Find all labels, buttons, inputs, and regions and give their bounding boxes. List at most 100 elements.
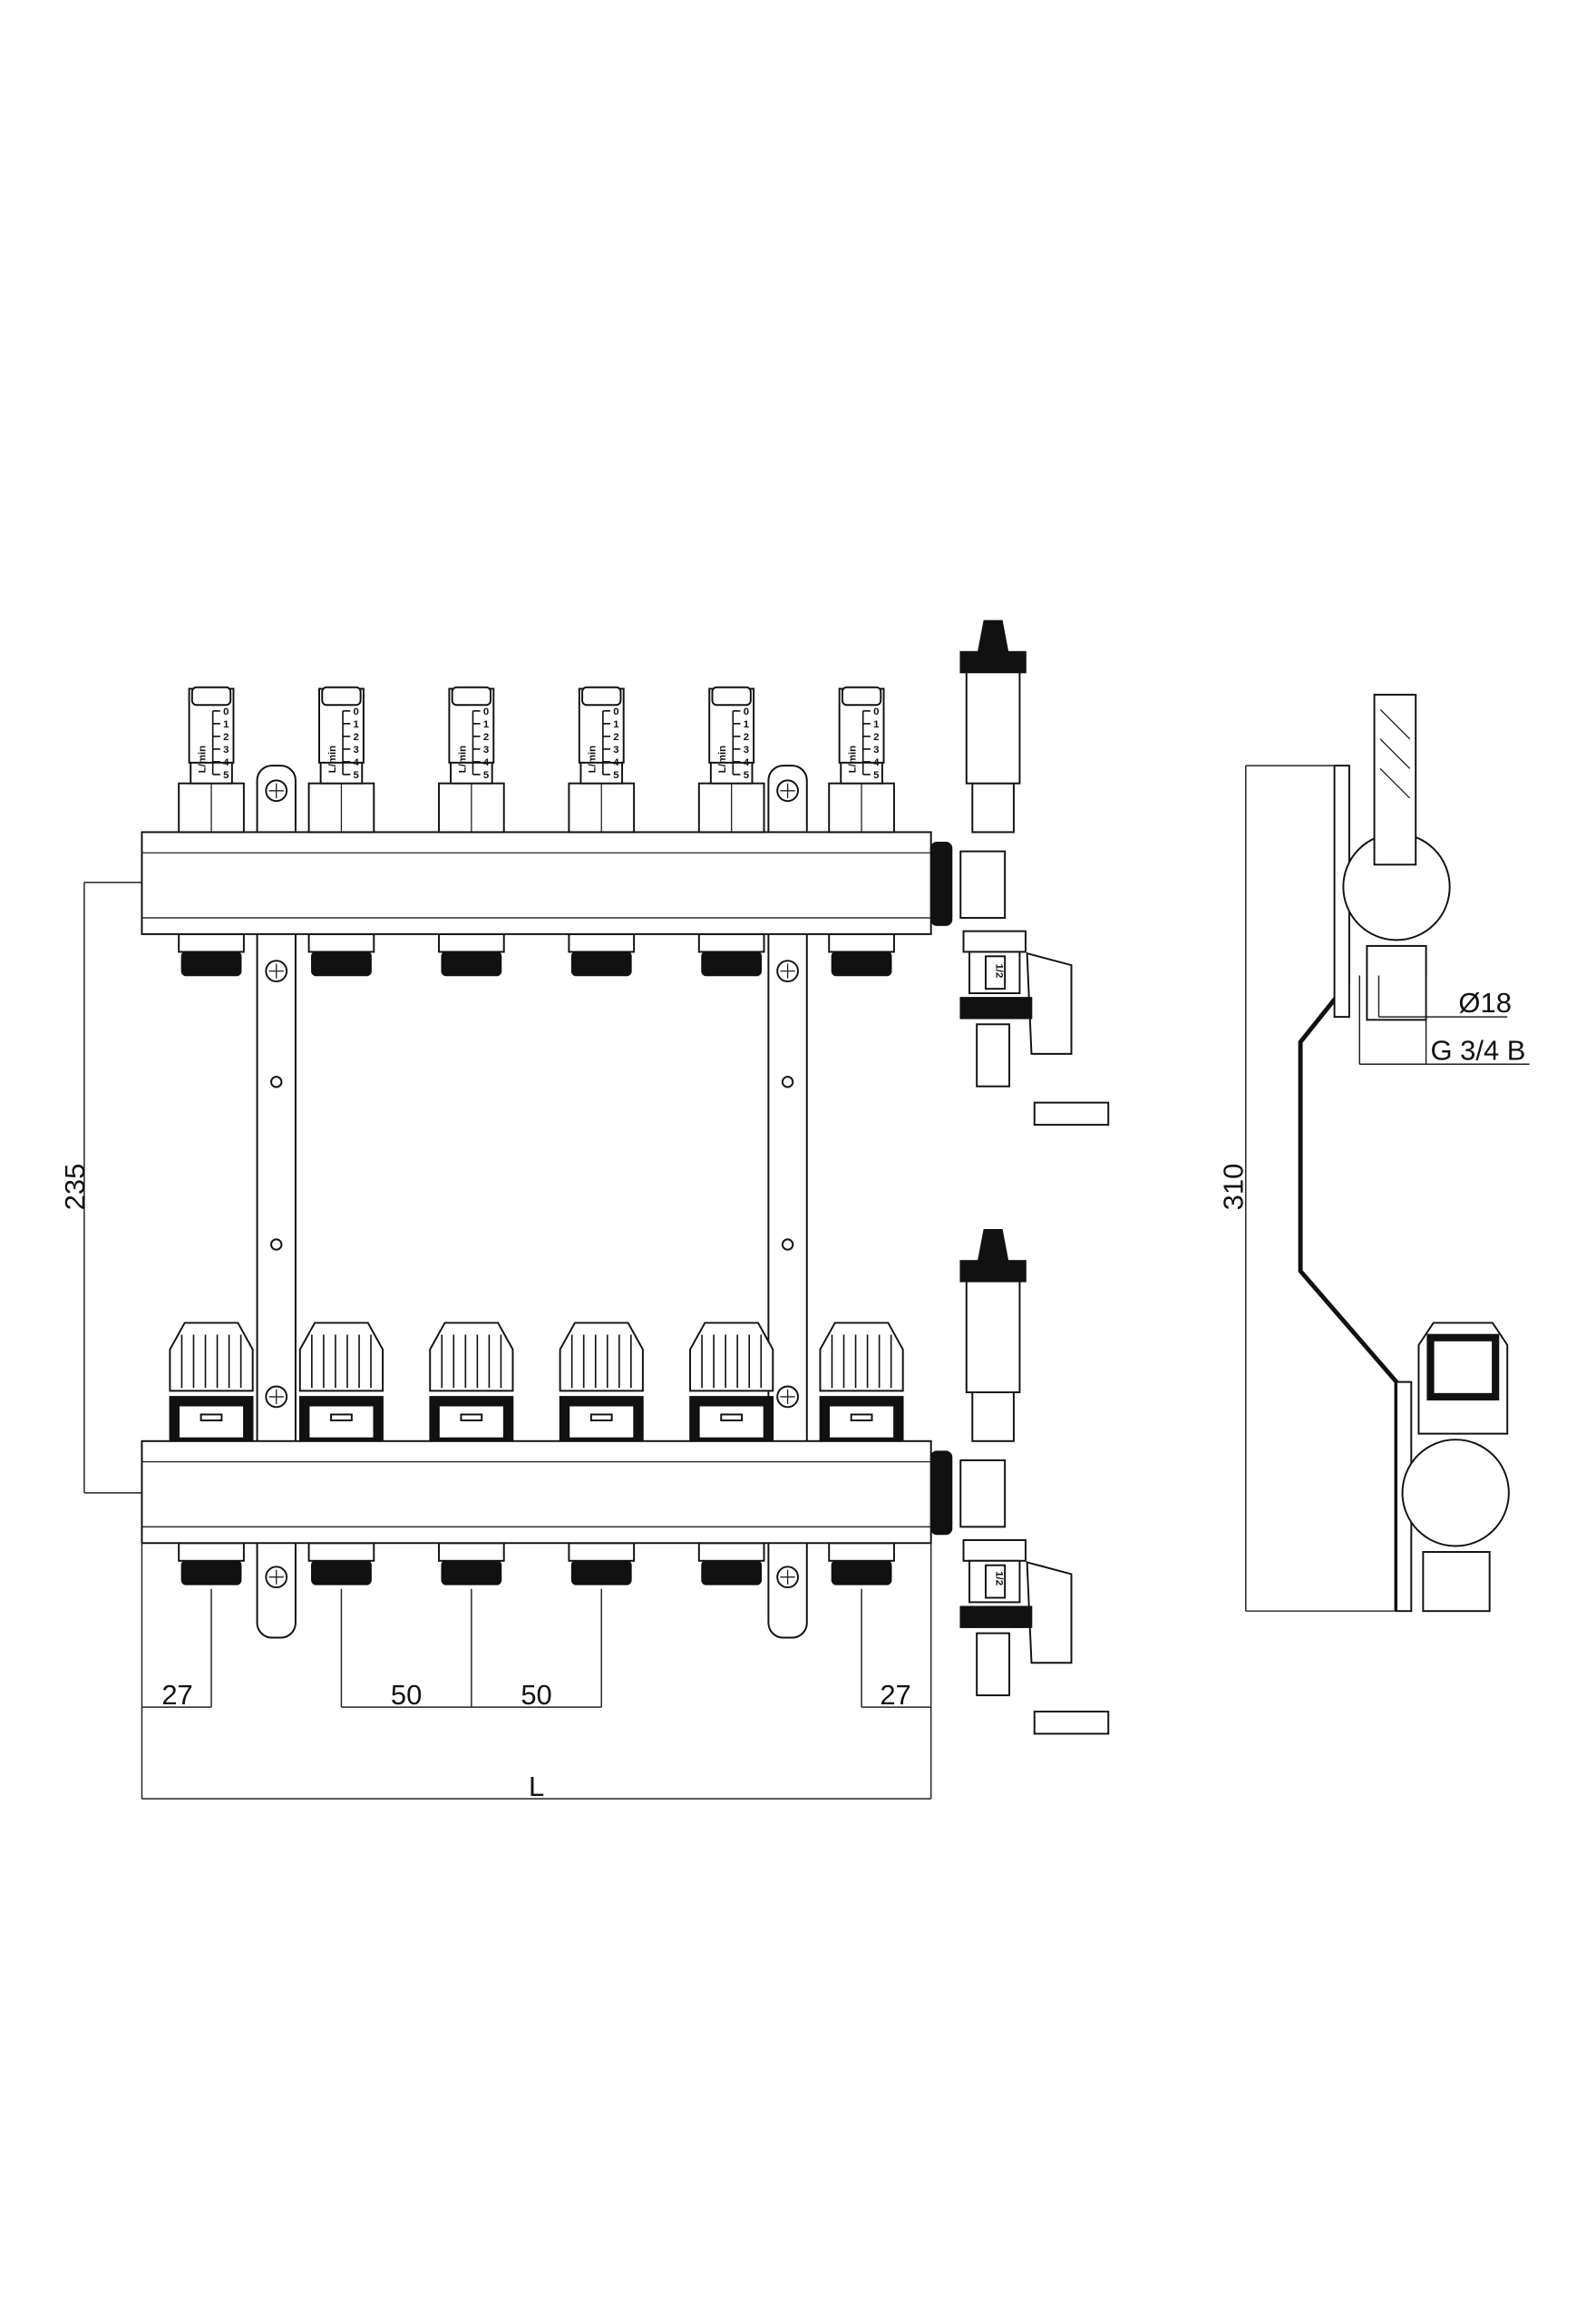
flowmeter-scale-label: 3 bbox=[744, 745, 749, 756]
drain-label-box bbox=[984, 955, 1007, 990]
vent-body bbox=[965, 668, 1021, 785]
dim-length-label: L bbox=[529, 1771, 544, 1802]
screw-cross bbox=[268, 1569, 284, 1585]
rivet bbox=[270, 1238, 283, 1251]
drain-knurl bbox=[959, 1605, 1033, 1628]
outlet-thread bbox=[180, 951, 242, 977]
valve-knob bbox=[429, 1322, 514, 1392]
supply-header-with-flowmeters: 012345L/min012345L/min012345L/min012345L… bbox=[141, 686, 953, 977]
header-bar bbox=[141, 1439, 932, 1545]
flowmeter-scale-label: 2 bbox=[613, 732, 618, 743]
outlet-nut bbox=[307, 932, 375, 953]
flowmeter-cap bbox=[451, 686, 492, 707]
valve-knob bbox=[819, 1322, 904, 1392]
flowmeter-cap bbox=[841, 686, 882, 707]
outlet-nut bbox=[307, 1542, 375, 1562]
return-header-with-valves bbox=[141, 1322, 953, 1585]
flowmeter-unit-label: L/min bbox=[327, 746, 338, 773]
valve-base-face bbox=[698, 1404, 765, 1439]
flowmeter-scale-label: 1 bbox=[744, 719, 750, 730]
outlet-thread bbox=[570, 1559, 632, 1585]
flowmeter-scale-label: 1 bbox=[353, 719, 359, 730]
drain-lever bbox=[1026, 951, 1073, 1055]
outlet-nut bbox=[697, 1542, 765, 1562]
flowmeter-scale-label: 2 bbox=[873, 732, 879, 743]
dim-thread-label: G 3/4 B bbox=[1430, 1034, 1525, 1066]
valve-knob bbox=[298, 1322, 384, 1392]
outlet-thread bbox=[701, 951, 763, 977]
valve-base-face bbox=[178, 1404, 245, 1439]
bracket-strip bbox=[256, 765, 297, 1639]
valve-base-face bbox=[568, 1404, 635, 1439]
drain-nut bbox=[962, 1538, 1027, 1562]
side-valve-cap bbox=[1417, 1322, 1509, 1435]
flowmeter-scale-label: 0 bbox=[353, 707, 358, 717]
screw-cross bbox=[780, 783, 795, 798]
flowmeter-scale-label: 5 bbox=[744, 770, 750, 781]
flowmeter-scale-label: 2 bbox=[223, 732, 229, 743]
dimension-lines bbox=[83, 765, 1530, 1800]
outlet-nut bbox=[178, 932, 245, 953]
drain-valve-label-bottom: 1/2 bbox=[993, 1571, 1004, 1585]
valve-cap bbox=[819, 1322, 904, 1442]
flowmeter-scale-label: 3 bbox=[483, 745, 489, 756]
flowmeter-scale-label: 2 bbox=[353, 732, 358, 743]
flowmeter-scale-label: 5 bbox=[483, 770, 490, 781]
valve-knob bbox=[169, 1322, 254, 1392]
flowmeter-scale-label: 4 bbox=[223, 757, 229, 768]
side-outlet-bottom bbox=[1422, 1551, 1491, 1613]
flowmeter-scale-label: 1 bbox=[483, 719, 490, 730]
flowmeter-scale-label: 3 bbox=[873, 745, 879, 756]
dim-27-left-label: 27 bbox=[161, 1679, 192, 1711]
side-return-pipe bbox=[1401, 1439, 1510, 1547]
valve-cap bbox=[689, 1322, 774, 1442]
outlet-thread bbox=[311, 1559, 372, 1585]
hex-nut bbox=[971, 1391, 1015, 1442]
screw-cross bbox=[268, 963, 284, 979]
dim-27-right-label: 27 bbox=[880, 1679, 910, 1711]
vent-cap bbox=[977, 1228, 1009, 1262]
valve-cap bbox=[559, 1322, 644, 1442]
flowmeter-scale-label: 1 bbox=[613, 719, 619, 730]
rivet bbox=[781, 1076, 794, 1088]
flowmeter-scale-label: 4 bbox=[613, 757, 619, 768]
flowmeter-scale-label: 0 bbox=[744, 707, 749, 717]
outlet-thread bbox=[441, 1559, 502, 1585]
screw-cross bbox=[268, 783, 284, 798]
flowmeter-scale-label: 3 bbox=[353, 745, 358, 756]
drain-valve-label-top: 1/2 bbox=[993, 963, 1004, 978]
vent-drain-assembly bbox=[959, 1228, 1110, 1735]
valve-base-face bbox=[828, 1404, 895, 1439]
flowmeter-scale-label: 0 bbox=[223, 707, 229, 717]
valve-indicator bbox=[589, 1413, 613, 1421]
outlet-thread bbox=[831, 1559, 892, 1585]
outlet-nut bbox=[568, 932, 636, 953]
drain-label-box bbox=[984, 1564, 1007, 1599]
flowmeter-cap bbox=[190, 686, 232, 707]
flowmeter-scale-label: 0 bbox=[613, 707, 618, 717]
flowmeter-scale-label: 1 bbox=[873, 719, 880, 730]
flowmeter-unit-label: L/min bbox=[198, 746, 209, 773]
hose-tail bbox=[976, 1632, 1011, 1697]
flowmeter-unit-label: L/min bbox=[848, 746, 859, 773]
drain-lever bbox=[1026, 1561, 1073, 1664]
valve-cap bbox=[429, 1322, 514, 1442]
flowmeter-cap bbox=[581, 686, 622, 707]
dim-235-label: 235 bbox=[59, 1164, 91, 1211]
drain-knurl bbox=[959, 997, 1033, 1020]
outlet-thread bbox=[311, 951, 372, 977]
flowmeter-scale-label: 2 bbox=[483, 732, 489, 743]
flowmeter-scale-label: 4 bbox=[483, 757, 490, 768]
tee-fitting bbox=[959, 850, 1007, 919]
outlet-thread bbox=[441, 951, 502, 977]
flowmeter-cap bbox=[711, 686, 752, 707]
header-end-cap bbox=[929, 1450, 953, 1536]
screw-cross bbox=[268, 1389, 284, 1405]
outlet-nut bbox=[438, 932, 505, 953]
